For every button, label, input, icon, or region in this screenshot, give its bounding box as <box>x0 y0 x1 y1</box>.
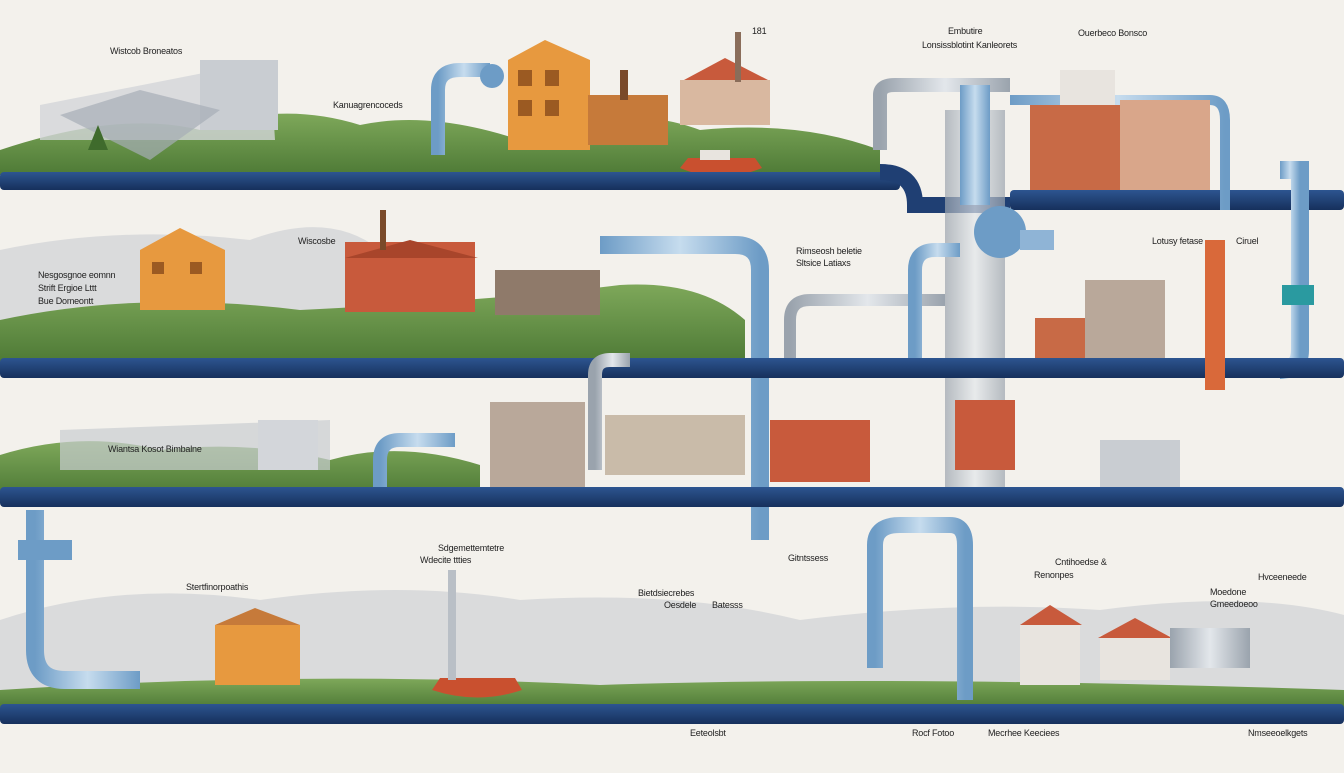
house-icon <box>955 400 1015 470</box>
label-top-right-1b: Lonsissblotint Kanleorets <box>922 40 1018 50</box>
label-top-left: Wistcob Broneatos <box>110 46 183 56</box>
label-top-right-2: Ouerbeco Bonsco <box>1078 28 1148 38</box>
pipe-icon <box>867 517 973 700</box>
label-row2-center-a: Rimseosh beletie <box>796 246 862 256</box>
boat-icon <box>680 158 762 177</box>
label-row2-sign: Wiscosbe <box>298 236 336 246</box>
label-bottom-4: Nmseeoelkgets <box>1248 728 1308 738</box>
label-row4-f-2: Gmeedoeoo <box>1210 599 1258 609</box>
pipeline-row-2 <box>0 358 1344 378</box>
label-row2-left-a: Nesgosgnoe eomnn <box>38 270 116 280</box>
label-row4-a: Stertfinorpoathis <box>186 582 249 592</box>
house-icon <box>1100 635 1170 680</box>
label-row4-c-2: Oesdele <box>664 600 697 610</box>
label-row1-hills: Kanuagrencoceds <box>333 100 403 110</box>
pipe-icon <box>1205 240 1225 390</box>
label-row4-b-2: Wdecite ttties <box>420 555 472 565</box>
row-4-landscape <box>0 510 1344 708</box>
label-row2-left-c: Bue Domeontt <box>38 296 94 306</box>
label-row4-e-2: Renonpes <box>1034 570 1074 580</box>
label-row4-d: Gitntssess <box>788 553 829 563</box>
pipe-icon <box>600 236 769 540</box>
label-row4-c-1: Bietdsiecrebes <box>638 588 695 598</box>
row-2-landscape <box>0 210 769 540</box>
label-row2-right-a: Lotusy fetase <box>1152 236 1203 246</box>
label-row2-right-b: Ciruel <box>1236 236 1259 246</box>
label-bottom-1: Eeteolsbt <box>690 728 726 738</box>
pipeline-row-3 <box>0 487 1344 507</box>
label-row3-left: Wiantsa Kosot Bimbalne <box>108 444 202 454</box>
pipeline-row-4 <box>0 704 1344 724</box>
label-row4-c-3: Batesss <box>712 600 743 610</box>
house-icon <box>508 40 590 150</box>
row-3-landscape <box>0 353 1180 495</box>
label-row4-e-1: Cntihoedse & <box>1055 557 1107 567</box>
house-icon <box>140 228 225 310</box>
pipeline-row-1 <box>0 172 900 190</box>
chimney-icon <box>380 210 386 250</box>
pipe-icon <box>431 63 490 155</box>
house-icon <box>1035 318 1090 358</box>
house-icon <box>770 420 870 482</box>
factory-icon <box>258 420 318 470</box>
label-top-center-mark: 181 <box>752 26 767 36</box>
chimney-icon <box>620 70 628 100</box>
pipe-icon <box>26 510 140 689</box>
house-icon <box>215 625 300 685</box>
row-1-landscape <box>0 32 880 177</box>
label-bottom-3: Mecrhee Keeciees <box>988 728 1060 738</box>
label-row2-left-b: Strift Ergioe Lttt <box>38 283 97 293</box>
house-icon <box>1020 625 1080 685</box>
label-row2-center-b: Sltsice Latiaxs <box>796 258 851 268</box>
label-bottom-2: Rocf Fotoo <box>912 728 955 738</box>
label-row4-g: Hvceeneede <box>1258 572 1307 582</box>
boat-icon <box>432 678 522 698</box>
label-top-right-1: Embutire <box>948 26 983 36</box>
label-row4-b-1: Sdgemettemtetre <box>438 543 505 553</box>
factory-icon <box>200 60 278 130</box>
label-row4-f-1: Moedone <box>1210 587 1247 597</box>
